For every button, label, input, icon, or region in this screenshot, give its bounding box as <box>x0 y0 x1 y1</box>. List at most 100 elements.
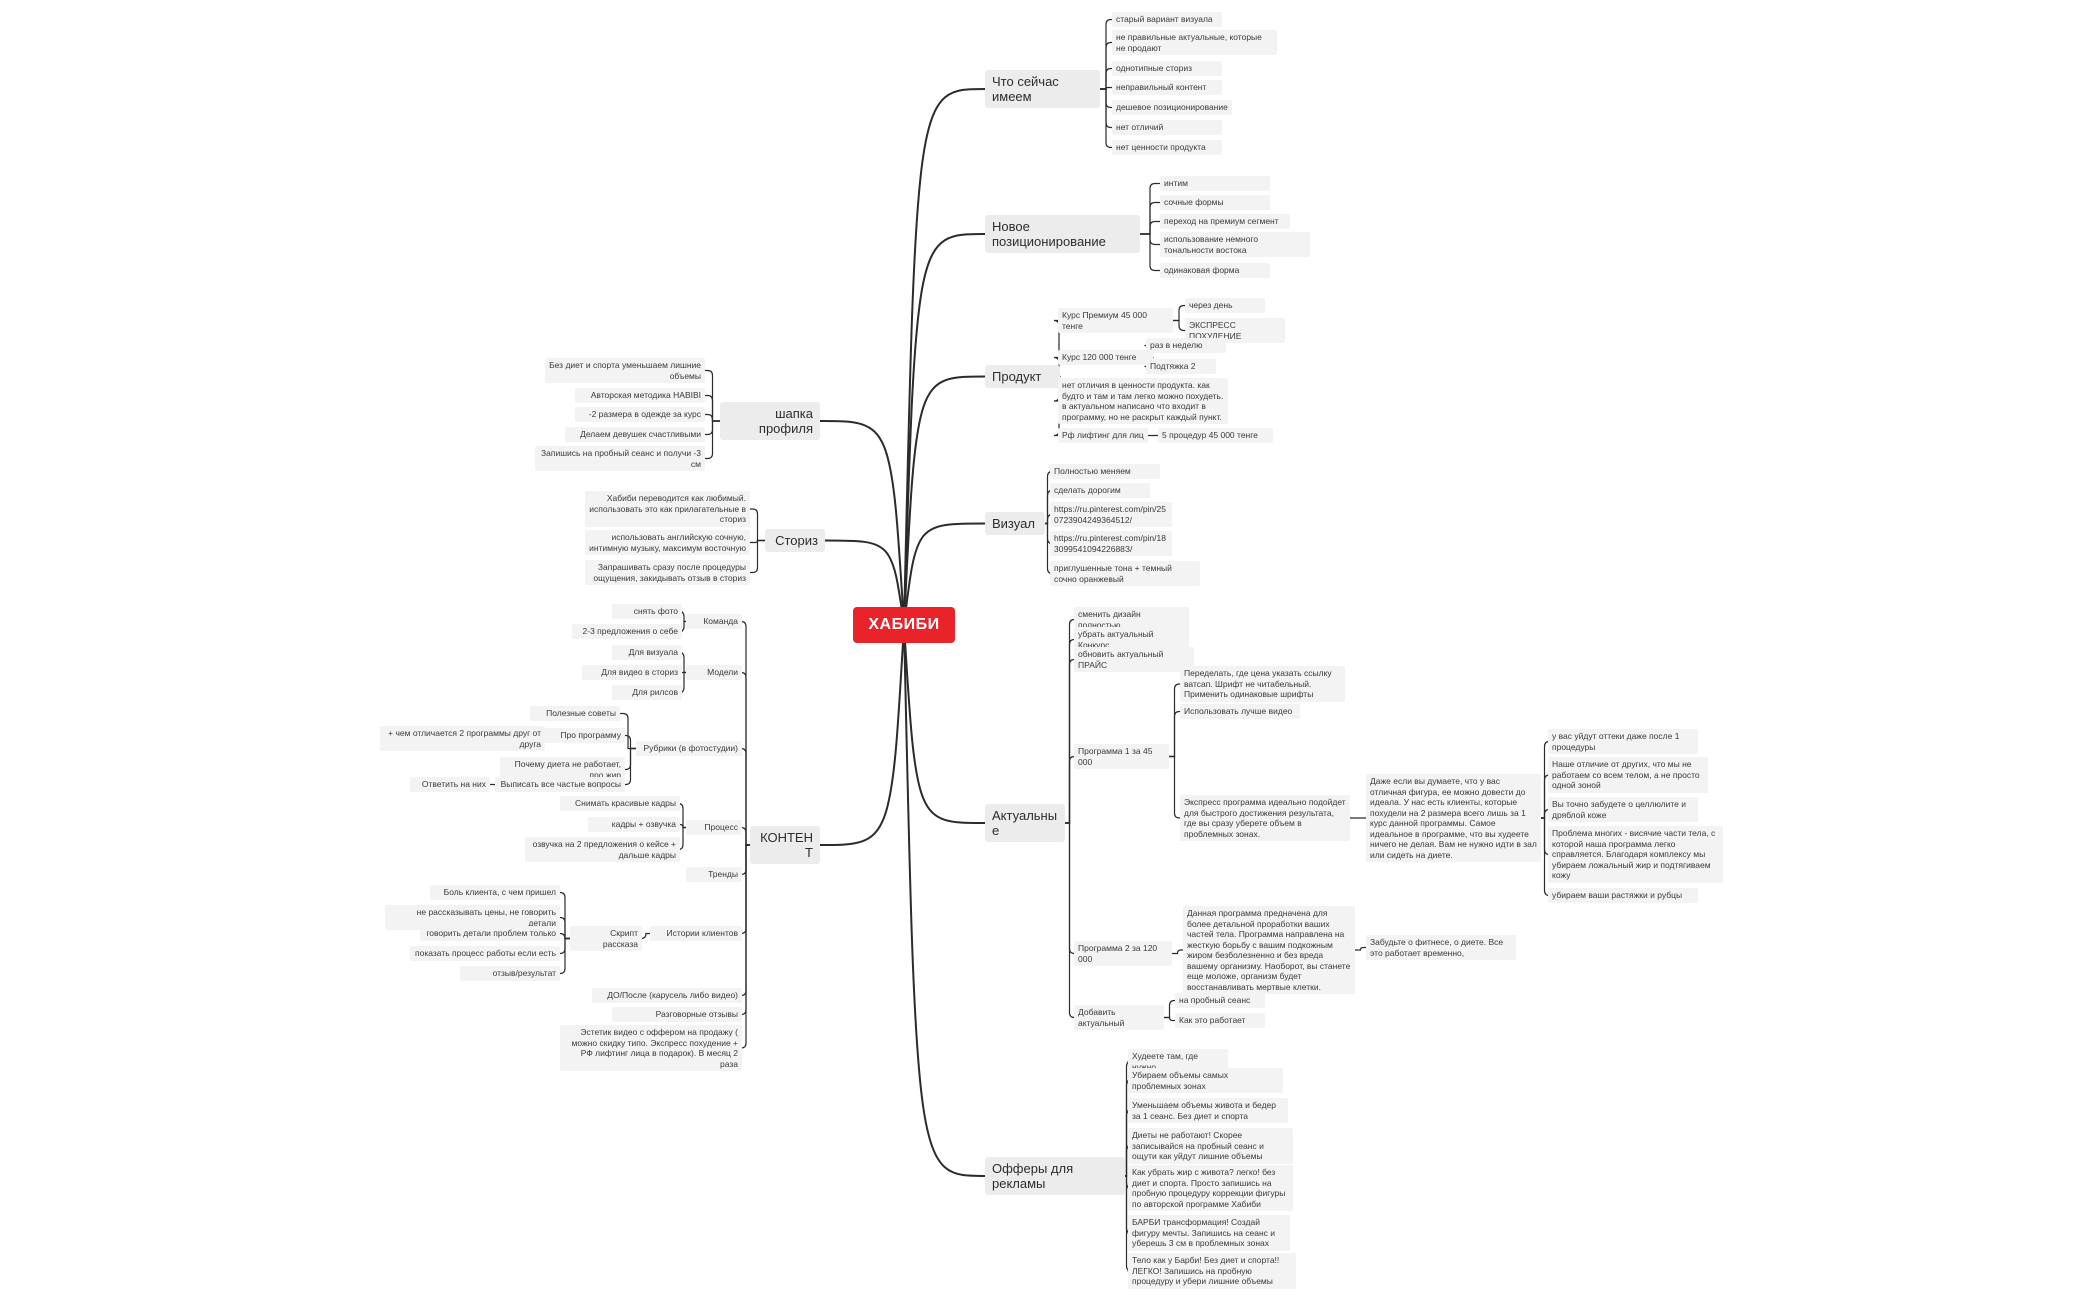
topic-2-2[interactable]: нет отличия в ценности продукта. как буд… <box>1058 378 1228 424</box>
topic-8-1[interactable]: Модели <box>686 665 742 680</box>
topic-8-2-3[interactable]: Выписать все частые вопросы <box>495 777 625 792</box>
topic-4-3-0[interactable]: Переделать, где цена указать ссылку ватс… <box>1180 666 1345 702</box>
topic-4-4-0[interactable]: Данная программа предначена для более де… <box>1183 906 1355 994</box>
branch-4[interactable]: Актуальные <box>985 804 1065 842</box>
topic-8-0[interactable]: Команда <box>686 614 742 629</box>
topic-4-3-2-0[interactable]: Даже если вы думаете, что у вас отличная… <box>1366 774 1541 862</box>
topic-1-3[interactable]: использование немного тональности восток… <box>1160 232 1310 257</box>
branch-2[interactable]: Продукт <box>985 365 1060 388</box>
topic-connector <box>1163 1016 1176 1022</box>
topic-6-2[interactable]: -2 размера в одежде за курс <box>575 407 705 422</box>
topic-8-5-0-4[interactable]: отзыв/результат <box>460 966 560 981</box>
topic-6-1[interactable]: Авторская методика HABIBI <box>575 388 705 403</box>
topic-5-6[interactable]: Тело как у Барби! Без диет и спорта!! ЛЕ… <box>1128 1253 1296 1289</box>
branch-6[interactable]: шапка профиля <box>720 402 820 440</box>
topic-8-1-0[interactable]: Для визуала <box>612 645 682 660</box>
topic-connector <box>1099 67 1113 90</box>
topic-8-5[interactable]: Истории клиентов <box>650 926 742 941</box>
topic-5-3[interactable]: Диеты не работают! Скорее записывайся на… <box>1128 1128 1293 1164</box>
topic-8-2-3-0[interactable]: Ответить на них <box>410 777 490 792</box>
topic-4-5-0[interactable]: на пробный сеанс <box>1175 993 1265 1008</box>
topic-7-0[interactable]: Хабиби переводится как любимый. использо… <box>585 491 750 527</box>
topic-8-5-0-0[interactable]: Боль клиента, с чем пришел <box>430 885 560 900</box>
root-node[interactable]: ХАБИБИ <box>853 607 955 643</box>
topic-8-0-0[interactable]: снять фото <box>612 604 682 619</box>
topic-8-3[interactable]: Процесс <box>686 820 742 835</box>
branch-1[interactable]: Новое позиционирование <box>985 215 1140 253</box>
topic-6-4[interactable]: Запишись на пробный сеанс и получи -3 см <box>535 446 705 471</box>
topic-1-2[interactable]: переход на премиум сегмент <box>1160 214 1290 229</box>
topic-5-1[interactable]: Убираем объемы самых проблемных зонах <box>1128 1068 1283 1093</box>
topic-8-2[interactable]: Рубрики (в фотостудии) <box>636 741 742 756</box>
branch-8[interactable]: КОНТЕНТ <box>750 826 820 864</box>
topic-4-4[interactable]: Программа 2 за 120 000 <box>1074 941 1172 966</box>
topic-8-7[interactable]: Разговорные отзывы <box>612 1007 742 1022</box>
topic-4-3-2-0-2[interactable]: Вы точно забудете о целлюлите и дряблой … <box>1548 797 1698 822</box>
branch-7[interactable]: Сториз <box>765 529 825 552</box>
topic-6-0[interactable]: Без диет и спорта уменьшаем лишние объем… <box>545 358 705 383</box>
topic-4-3-2-0-0[interactable]: у вас уйдут оттеки даже после 1 процедур… <box>1548 729 1698 754</box>
topic-3-4[interactable]: приглушенные тона + темный сочно оранжев… <box>1050 561 1200 586</box>
topic-8-5-0-2[interactable]: говорить детали проблем только <box>420 926 560 941</box>
topic-8-5-0[interactable]: Скрипт рассказа <box>570 926 642 951</box>
topic-6-3[interactable]: Делаем девушек счастливыми <box>565 427 705 442</box>
topic-2-0-0[interactable]: через день <box>1185 298 1265 313</box>
topic-4-3-2-0-3[interactable]: Проблема многих - висячие части тела, с … <box>1548 826 1723 883</box>
topic-4-5-1[interactable]: Как это работает <box>1175 1013 1265 1028</box>
topic-8-6[interactable]: ДО/После (карусель либо видео) <box>592 988 742 1003</box>
topic-4-3[interactable]: Программа 1 за 45 000 <box>1074 744 1169 769</box>
topic-2-1-1[interactable]: Подтяжка 2 <box>1146 359 1216 374</box>
topic-0-6[interactable]: нет ценности продукта <box>1112 140 1222 155</box>
topic-5-4[interactable]: Как убрать жир с живота? легко! без диет… <box>1128 1165 1293 1211</box>
topic-8-3-0[interactable]: Снимать красивые кадры <box>560 796 680 811</box>
topic-8-1-2[interactable]: Для рилсов <box>612 685 682 700</box>
topic-8-4[interactable]: Тренды <box>686 867 742 882</box>
topic-0-2[interactable]: однотипные сториз <box>1112 61 1222 76</box>
topic-2-3-0[interactable]: 5 процедур 45 000 тенге <box>1158 428 1273 443</box>
topic-0-1[interactable]: не правильные актуальные, которые не про… <box>1112 30 1277 55</box>
branch-3[interactable]: Визуал <box>985 512 1045 535</box>
branch-connector <box>819 624 905 846</box>
topic-connector <box>704 413 721 422</box>
topic-8-3-2[interactable]: озвучка на 2 предложения о кейсе + дальш… <box>525 837 680 862</box>
topic-7-2[interactable]: Запрашивать сразу после процедуры ощущен… <box>585 560 750 585</box>
topic-4-2[interactable]: обновить актуальный ПРАЙС <box>1074 647 1194 672</box>
topic-8-8[interactable]: Эстетик видео с оффером на продажу ( мож… <box>560 1025 742 1071</box>
topic-4-3-2-0-1[interactable]: Наше отличие от других, что мы не работа… <box>1548 757 1708 793</box>
topic-2-0[interactable]: Курс Премиум 45 000 тенге <box>1058 308 1173 333</box>
topic-0-5[interactable]: нет отличий <box>1112 120 1222 135</box>
topic-2-1[interactable]: Курс 120 000 тенге <box>1058 350 1153 365</box>
topic-3-0[interactable]: Полностью меняем <box>1050 464 1160 479</box>
topic-8-2-1[interactable]: Про программу <box>545 728 625 743</box>
topic-2-3[interactable]: Рф лифтинг для лиц <box>1058 428 1148 443</box>
topic-0-4[interactable]: дешевое позиционирование <box>1112 100 1232 115</box>
topic-1-0[interactable]: интим <box>1160 176 1270 191</box>
topic-connector <box>749 539 766 574</box>
topic-2-1-0[interactable]: раз в неделю <box>1146 338 1226 353</box>
topic-3-1[interactable]: сделать дорогим <box>1050 483 1150 498</box>
topic-4-5[interactable]: Добавить актуальный <box>1074 1005 1164 1030</box>
topic-0-3[interactable]: неправильный контент <box>1112 80 1222 95</box>
topic-1-1[interactable]: сочные формы <box>1160 195 1270 210</box>
topic-8-5-0-1[interactable]: не рассказывать цены, не говорить детали <box>385 905 560 930</box>
topic-8-0-1[interactable]: 2-3 предложения о себе <box>572 624 682 639</box>
topic-0-0[interactable]: старый вариант визуала <box>1112 12 1222 27</box>
topic-8-5-0-3[interactable]: показать процесс работы если есть <box>410 946 560 961</box>
topic-1-4[interactable]: одинаковая форма <box>1160 263 1270 278</box>
branch-0[interactable]: Что сейчас имеем <box>985 70 1100 108</box>
topic-8-3-1[interactable]: кадры + озвучка <box>588 817 680 832</box>
topic-5-2[interactable]: Уменьшаем объемы живота и бедер за 1 сеа… <box>1128 1098 1288 1123</box>
topic-8-2-0[interactable]: Полезные советы <box>530 706 620 721</box>
topic-4-3-2[interactable]: Экспресс программа идеально подойдет для… <box>1180 795 1350 841</box>
topic-5-5[interactable]: БАРБИ трансформация! Создай фигуру мечты… <box>1128 1215 1290 1251</box>
branch-5[interactable]: Офферы для рекламы <box>985 1157 1125 1195</box>
topic-4-3-1[interactable]: Использовать лучше видео <box>1180 704 1300 719</box>
topic-4-4-0-0[interactable]: Забудьте о фитнесе, о диете. Все это раб… <box>1366 935 1516 960</box>
topic-8-1-1[interactable]: Для видео в сториз <box>582 665 682 680</box>
topic-7-1[interactable]: использовать английскую сочную, интимную… <box>585 530 750 555</box>
topic-4-3-2-0-4[interactable]: убираем ваши растяжки и рубцы <box>1548 888 1698 903</box>
topic-3-3[interactable]: https://ru.pinterest.com/pin/18309954109… <box>1050 531 1172 556</box>
topic-8-2-1-0[interactable]: + чем отличается 2 программы друг от дру… <box>380 726 545 751</box>
topic-3-2[interactable]: https://ru.pinterest.com/pin/25072390424… <box>1050 502 1172 527</box>
